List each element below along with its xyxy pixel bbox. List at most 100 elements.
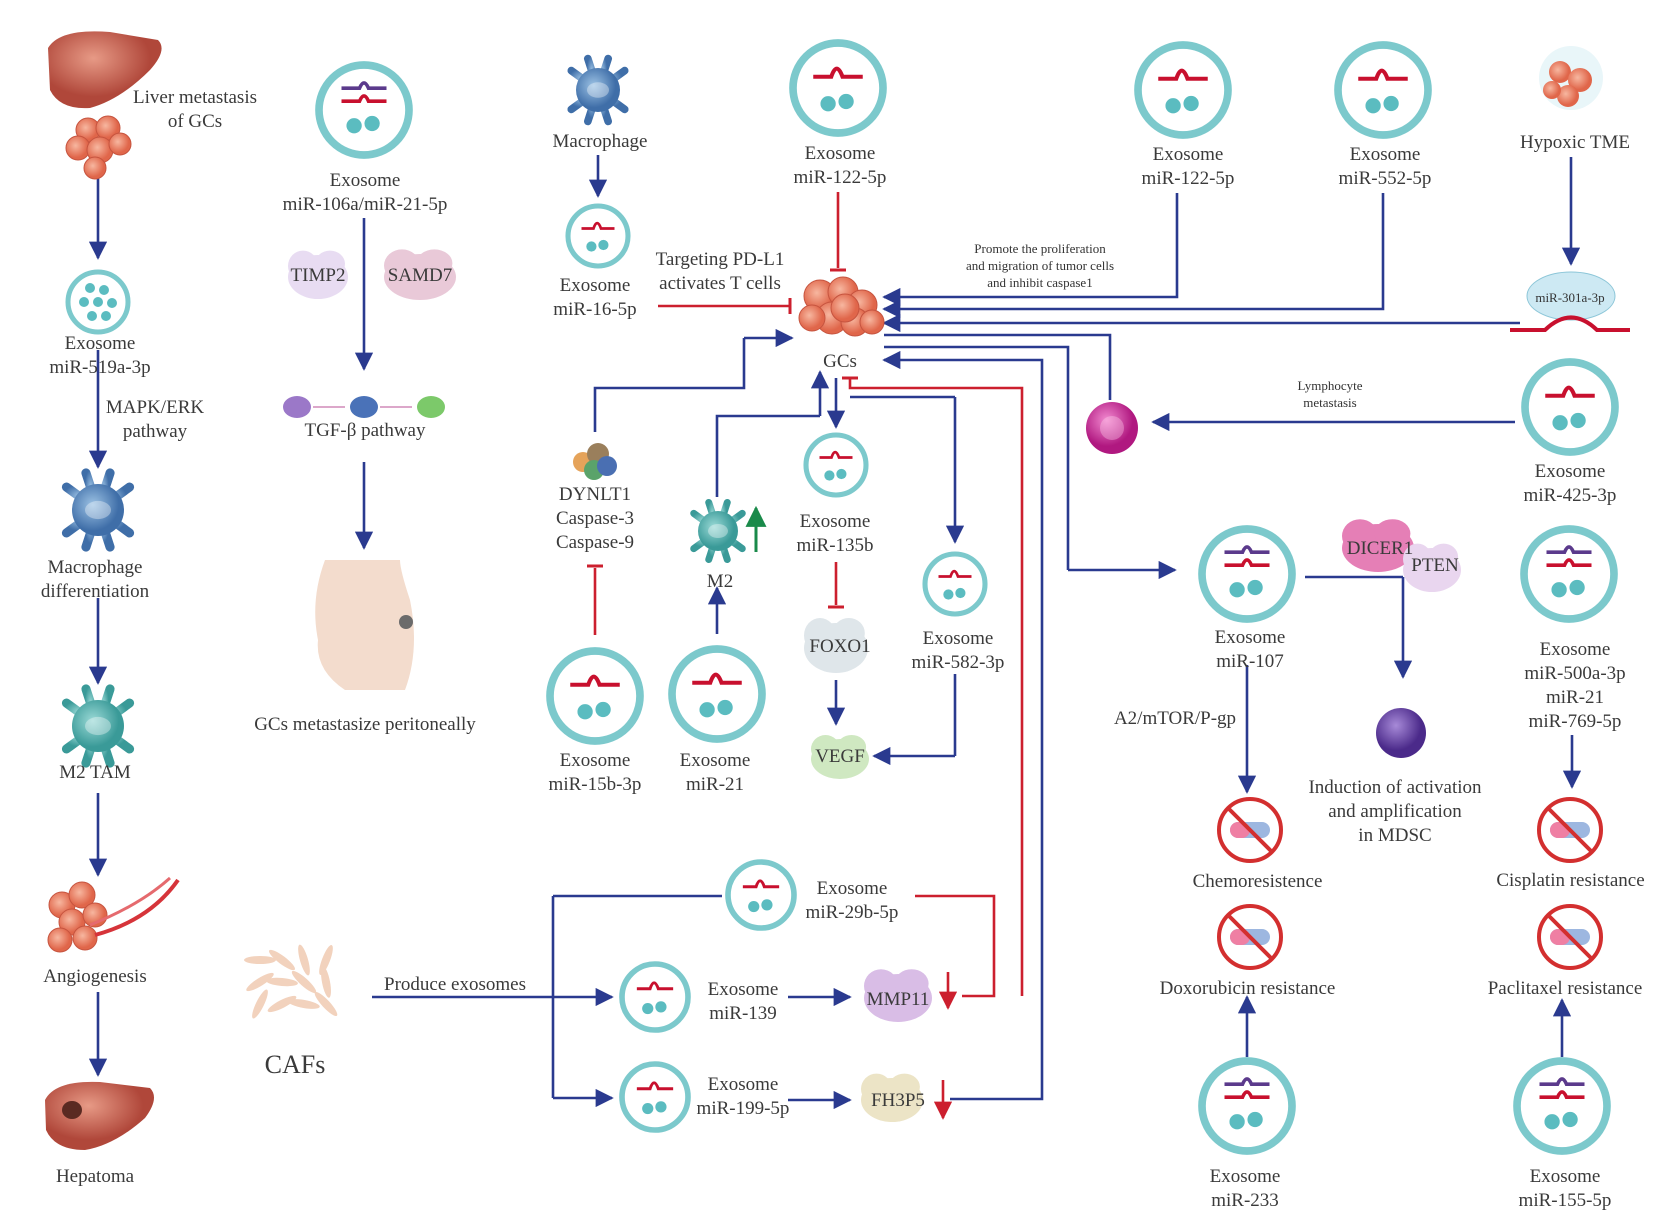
angiogenesis-icon <box>47 876 180 953</box>
mirna-strand <box>742 879 780 889</box>
cafs-label: CAFs <box>250 1050 340 1080</box>
mirna-name: miR-122-5p <box>1141 168 1235 189</box>
vesicle-cargo <box>1562 1111 1578 1128</box>
mirna-name: miR-582-3p <box>911 652 1005 673</box>
vesicle-cargo <box>717 699 733 716</box>
hypoxic-label: Hypoxic TME <box>1510 131 1640 155</box>
hypoxic-tme-icon <box>1539 46 1603 110</box>
tgf-molecule-3 <box>417 396 445 418</box>
pten-label: PTEN <box>1405 554 1465 578</box>
shapes <box>45 31 1630 1155</box>
lymphocyte-icon <box>1086 402 1138 454</box>
exosome-membrane <box>668 645 766 743</box>
doxorubicin-label: Doxorubicin resistance <box>1150 977 1345 1001</box>
fibroblast <box>266 977 298 987</box>
exosome-membrane <box>315 61 413 159</box>
liver-metastasis-line2: of GCs <box>167 111 223 132</box>
foxo1-label: FOXO1 <box>800 635 880 659</box>
exosome-membrane <box>789 39 887 137</box>
mirna-name-3: miR-769-5p <box>1528 711 1622 732</box>
cloud-lobe <box>1342 519 1378 553</box>
exosome-word: Exosome <box>804 143 876 164</box>
exosome-membrane <box>725 859 797 931</box>
mirna-name: miR-155-5p <box>1518 1190 1612 1211</box>
exosome-107-icon <box>1198 525 1296 623</box>
cloud-lobe <box>1429 543 1459 570</box>
cloud-lobe <box>888 1073 920 1101</box>
mirna-name: miR-16-5p <box>553 299 637 320</box>
exosome-membrane <box>1198 1057 1296 1155</box>
exosome-word: Exosome <box>1534 461 1606 482</box>
exosome-word: Exosome <box>329 170 401 191</box>
peritoneal-tumor <box>399 615 413 629</box>
fibroblast <box>267 995 297 1013</box>
promote-label: Promote the proliferation and migration … <box>945 240 1135 291</box>
fh3p5-label: FH3P5 <box>858 1089 938 1113</box>
mirna-strand <box>581 221 615 230</box>
connector-line <box>884 333 1112 400</box>
pacli-text: Paclitaxel resistance <box>1487 978 1643 999</box>
nucleus <box>85 500 111 520</box>
exosome-membrane <box>1334 41 1432 139</box>
exosome-29b-label: Exosome miR-29b-5p <box>792 877 912 925</box>
exosome-membrane <box>1521 358 1619 456</box>
cell-body <box>72 484 124 536</box>
mirna-name: miR-552-5p <box>1338 168 1432 189</box>
fibroblast <box>298 944 310 976</box>
connector-line <box>890 193 1179 299</box>
vegf-label: VEGF <box>805 745 875 769</box>
lymphocyte-label: Lymphocyte metastasis <box>1275 377 1385 411</box>
chemoresistence-label: Chemoresistence <box>1170 870 1345 894</box>
mirna-strand <box>341 81 387 91</box>
cisplatin-resistance-icon <box>1537 797 1603 863</box>
samd7-label: SAMD7 <box>382 264 458 288</box>
vesicle-cargo <box>1383 95 1399 112</box>
inhibition-line <box>848 378 1024 996</box>
exosome-107-label: Exosome miR-107 <box>1200 626 1300 674</box>
mirna-strand <box>1224 558 1270 567</box>
fibroblast <box>246 972 274 992</box>
cloud-lobe <box>811 735 840 763</box>
dynlt1-text: DYNLT1 <box>558 484 632 505</box>
samd7-cloud <box>384 249 456 300</box>
lymphocyte-nucleus <box>1100 416 1124 440</box>
mirna-name: miR-199-5p <box>696 1098 790 1119</box>
inhibition-line <box>915 894 996 998</box>
exosome-122-right-icon <box>1134 41 1232 139</box>
m2-tam-label: M2 TAM <box>40 761 150 785</box>
m2-tam-text: M2 TAM <box>59 762 131 783</box>
exosome-word: Exosome <box>1152 144 1224 165</box>
exosome-122-top-label: Exosome miR-122-5p <box>780 142 900 190</box>
mdsc-label: Induction of activation and amplificatio… <box>1305 776 1485 848</box>
gcs-label: GCs <box>800 350 880 374</box>
connector-line <box>890 193 1385 311</box>
tumor-cell <box>72 925 98 951</box>
mirna-strand <box>570 674 620 687</box>
cisplatin-text: Cisplatin resistance <box>1496 870 1645 891</box>
torso-icon <box>315 560 414 690</box>
vesicle-cargo <box>346 118 362 134</box>
mdsc-line2: and amplification <box>1328 801 1462 822</box>
vesicle-cargo <box>99 285 109 295</box>
exosome-199-label: Exosome miR-199-5p <box>688 1073 798 1121</box>
exosome-word: Exosome <box>707 1074 779 1095</box>
exosome-500a-icon <box>1520 525 1618 623</box>
vesicle-cargo <box>1247 1111 1263 1128</box>
fibroblast <box>314 991 338 1017</box>
mirna-strand <box>813 66 863 79</box>
mirna-name: miR-233 <box>1211 1190 1279 1211</box>
dicer1-text: DICER1 <box>1346 538 1414 559</box>
mmp11-label: MMP11 <box>858 988 938 1012</box>
mmp11-text: MMP11 <box>866 989 930 1010</box>
tumor-cell <box>1543 81 1561 99</box>
exosome-word: Exosome <box>679 750 751 771</box>
exosome-word: Exosome <box>1209 1166 1281 1187</box>
nucleus <box>587 82 609 98</box>
macrophage-diff-line1: Macrophage <box>47 557 143 578</box>
exosome-word: Exosome <box>1539 639 1611 660</box>
liver-metastasis-line1: Liver metastasis <box>133 87 257 108</box>
caspase3-text: Caspase-3 <box>555 508 635 529</box>
tumor-cell <box>47 927 73 953</box>
tumor-cell <box>859 309 885 335</box>
dynlt1-label: DYNLT1 Caspase-3 Caspase-9 <box>540 483 650 555</box>
